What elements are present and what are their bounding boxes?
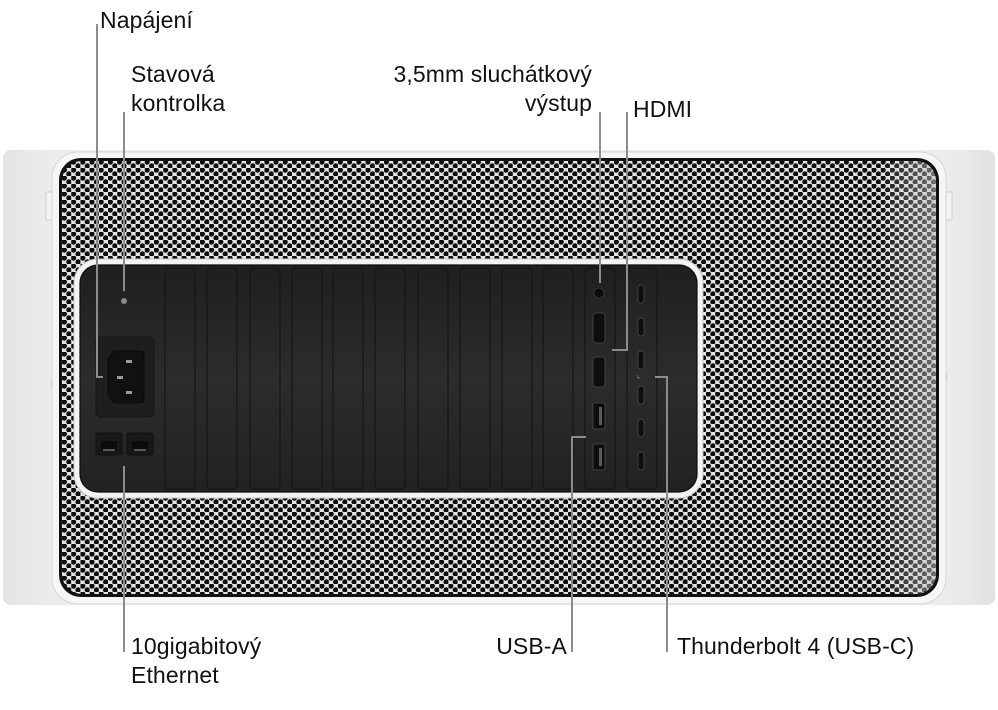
usb-a-ports	[592, 402, 606, 471]
leader-usb-a	[571, 436, 586, 652]
io-panel: ϟ	[73, 258, 704, 499]
hdmi-ports	[592, 312, 606, 388]
leader-lines	[96, 24, 668, 652]
power-socket	[95, 336, 155, 418]
ethernet-port-1	[95, 432, 123, 456]
ethernet-ports	[95, 432, 154, 456]
status-light	[121, 298, 127, 304]
label-ethernet: 10gigabitový Ethernet	[131, 633, 262, 688]
label-power: Napájení	[100, 7, 193, 33]
thunderbolt-icon: ϟ	[637, 375, 640, 381]
label-headphone: 3,5mm sluchátkový výstup	[393, 61, 592, 116]
label-hdmi: HDMI	[633, 96, 693, 122]
leader-thunderbolt	[655, 376, 668, 652]
pcie-slots	[164, 267, 658, 490]
label-thunderbolt: Thunderbolt 4 (USB-C)	[677, 633, 915, 659]
thunderbolt-ports	[637, 284, 645, 471]
label-usb-a: USB-A	[496, 633, 567, 659]
leader-hdmi	[612, 112, 628, 351]
ethernet-port-2	[126, 432, 154, 456]
label-status-light: Stavová kontrolka	[131, 61, 226, 116]
headphone-jack	[593, 287, 605, 299]
leader-power	[96, 24, 103, 378]
